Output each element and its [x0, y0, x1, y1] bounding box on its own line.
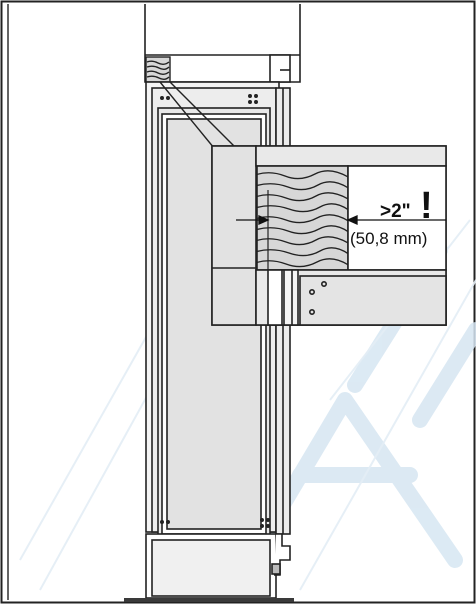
wood-block-small [145, 56, 171, 83]
appliance-base [145, 533, 291, 599]
warning-exclamation-icon: ! [420, 185, 433, 227]
zoom-callout-lines [159, 81, 237, 149]
dimension-arrows [236, 214, 446, 226]
floor [124, 598, 294, 602]
dimension-metric-label: (50,8 mm) [350, 229, 427, 248]
dimension-value-label: >2" [380, 201, 411, 222]
zoom-detail [211, 145, 447, 326]
cabinet-above [144, 4, 301, 83]
